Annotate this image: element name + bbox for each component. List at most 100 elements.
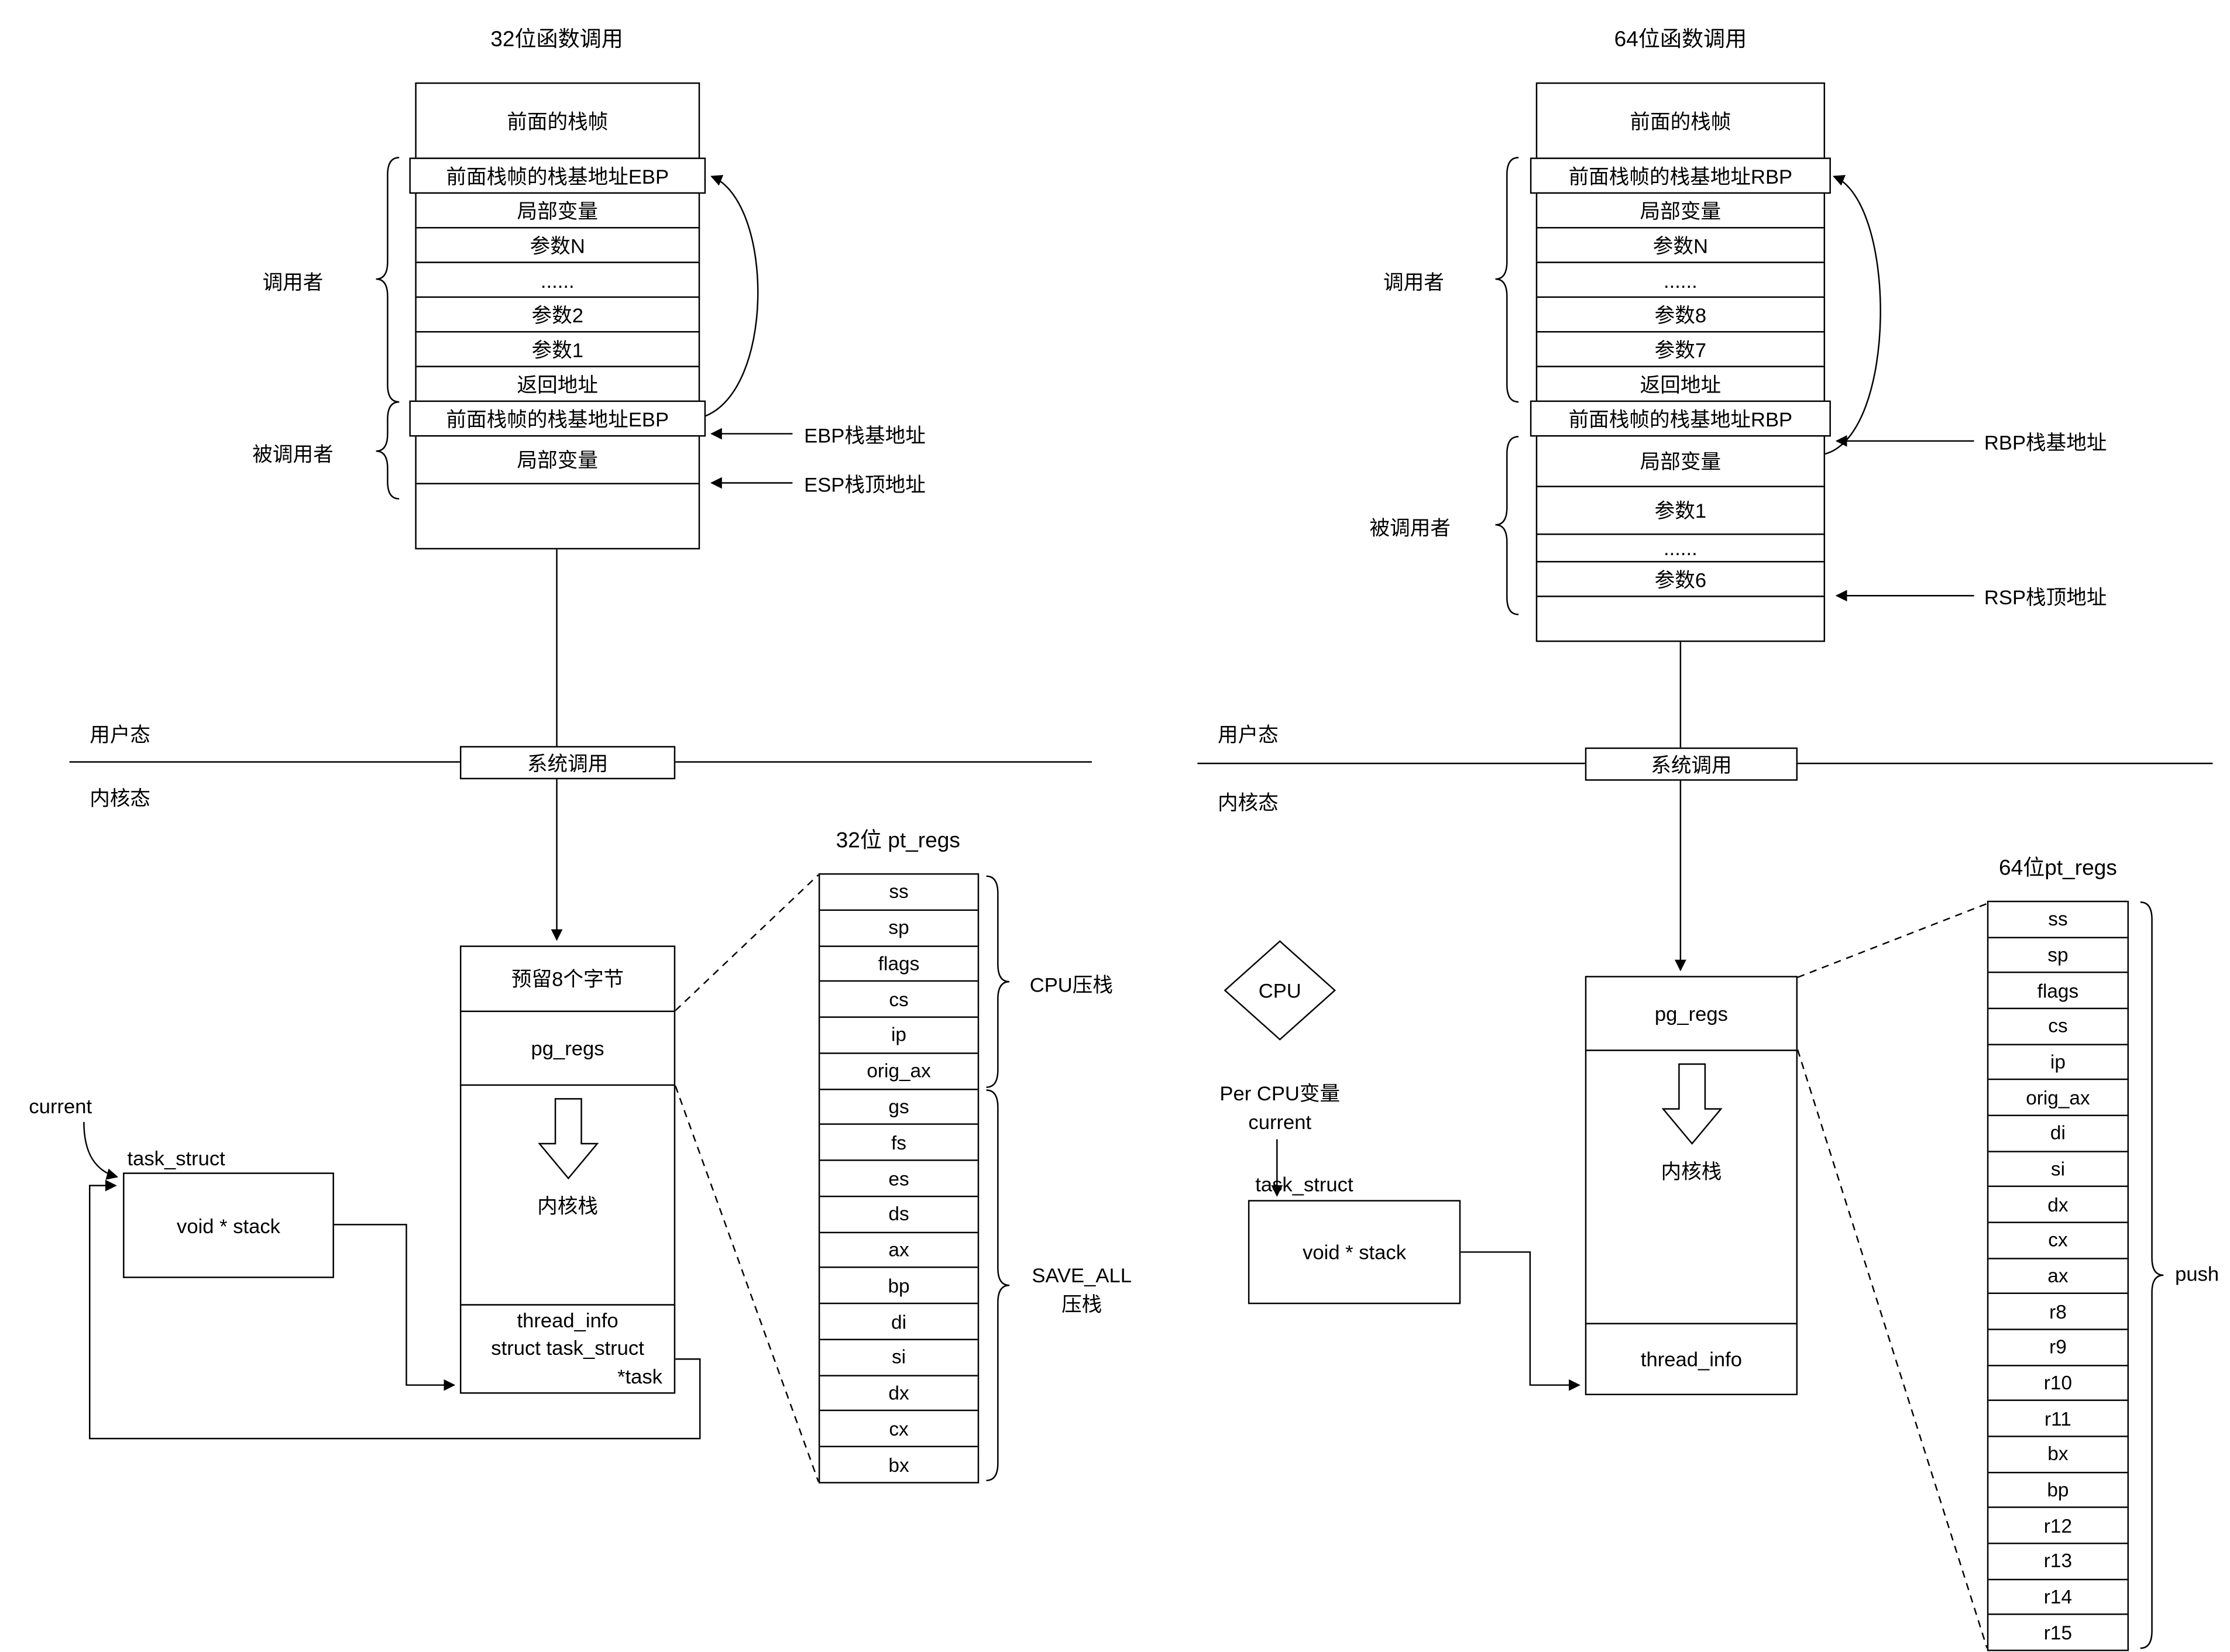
task-struct-type-label: struct task_struct (491, 1336, 644, 1360)
save-all-line1: SAVE_ALL (1032, 1264, 1132, 1287)
thread-info-section-32: thread_info struct task_struct *task (459, 1304, 676, 1394)
per-cpu-line1: Per CPU变量 (1219, 1081, 1341, 1105)
ptregs-row: bp (820, 1267, 978, 1303)
save-all-line2: 压栈 (1061, 1293, 1102, 1316)
thread-info-section-64: thread_info (1585, 1323, 1798, 1395)
ptregs-row: bx (820, 1446, 978, 1482)
ptregs-row: flags (1988, 972, 2128, 1008)
stack-row: 局部变量 (415, 435, 700, 484)
stack-row: 前面的栈帧 (415, 82, 700, 159)
stack-row: 参数7 (1535, 331, 1826, 367)
stack-row: ...... (415, 261, 700, 298)
callee-brace-32 (376, 401, 400, 500)
kernel-mode-label-32: 内核态 (90, 786, 151, 810)
stack-row: 参数N (1535, 227, 1826, 263)
rsp-label: RSP栈顶地址 (1984, 585, 2107, 609)
syscall-box-64: 系统调用 (1585, 747, 1798, 781)
task-pointer-label: *task (617, 1364, 662, 1388)
stack-row: 返回地址 (415, 366, 700, 402)
stack-row: 参数1 (1535, 486, 1826, 535)
esp-label: ESP栈顶地址 (804, 473, 926, 496)
pg-regs-section-64: pg_regs (1585, 976, 1798, 1051)
ptregs-row: di (1988, 1114, 2128, 1151)
ptregs-row: bp (1988, 1471, 2128, 1507)
user-mode-label-64: 用户态 (1218, 722, 1279, 746)
ptregs-title-64: 64位pt_regs (1998, 856, 2117, 881)
user-mode-label-32: 用户态 (90, 722, 151, 746)
ptregs-row: r13 (1988, 1543, 2128, 1578)
caller-label: 调用者 (1383, 270, 1444, 294)
saved-ebp-curve (699, 175, 759, 419)
push-brace (2140, 901, 2164, 1649)
ptregs-dashed-top-32 (675, 874, 819, 1011)
stack-row: 返回地址 (1535, 366, 1826, 402)
stack-row: 前面的栈帧 (1535, 82, 1826, 159)
stack-frame-32: 前面的栈帧 前面栈帧的栈基地址EBP 局部变量 参数N ...... 参数2 参… (409, 82, 706, 550)
ptregs-title-32: 32位 pt_regs (836, 828, 960, 853)
ptregs-row: r10 (1988, 1364, 2128, 1400)
stack-row: 参数8 (1535, 296, 1826, 333)
saved-rbp-curve (1824, 175, 1881, 455)
ptregs-row: sp (1988, 936, 2128, 972)
stack-row: ...... (1535, 533, 1826, 563)
ptregs-row: ax (820, 1231, 978, 1267)
ptregs-dashed-bottom-32 (675, 1085, 820, 1482)
void-stack-arrow-64 (1461, 1251, 1580, 1391)
rbp-label: RBP栈基地址 (1984, 431, 2107, 455)
per-cpu-line2: current (1248, 1110, 1312, 1134)
ptregs-row: r12 (1988, 1507, 2128, 1543)
ptregs-row: ax (1988, 1257, 2128, 1293)
stack-row: 前面栈帧的栈基地址EBP (409, 157, 706, 194)
callee-label: 被调用者 (1369, 516, 1451, 539)
ptregs-row: flags (820, 945, 978, 980)
ptregs-row: orig_ax (820, 1052, 978, 1088)
ptregs-row: r15 (1988, 1614, 2128, 1650)
kernel-stack-box-32: 预留8个字节 pg_regs 内核栈 thread_info struct ta… (459, 945, 676, 1394)
kernel-stack-label-32: 内核栈 (537, 1194, 598, 1218)
stack-empty-region (415, 483, 700, 550)
ptregs-row: di (820, 1303, 978, 1338)
cpu-push-label: CPU压栈 (1029, 973, 1113, 996)
down-arrow-icon (1661, 1063, 1722, 1145)
stack-empty-region (1535, 596, 1826, 642)
current-arrow (83, 1121, 119, 1180)
ptregs-row: ds (820, 1195, 978, 1231)
stack-row: 局部变量 (1535, 192, 1826, 229)
callee-brace-64 (1495, 436, 1519, 615)
ptregs-row: es (820, 1159, 978, 1195)
cpu-push-brace (986, 875, 1010, 1088)
cpu-diamond (1224, 940, 1336, 1041)
save-all-brace (986, 1089, 1010, 1482)
ebp-label: EBP栈基地址 (804, 424, 926, 447)
ptregs-row: sp (820, 908, 978, 945)
syscall-box-32: 系统调用 (459, 746, 676, 780)
ptregs-row: si (820, 1338, 978, 1374)
ptregs-row: r14 (1988, 1578, 2128, 1614)
kernel-stack-label-64: 内核栈 (1661, 1159, 1722, 1183)
ptregs-row: r9 (1988, 1329, 2128, 1364)
stack-row: 参数1 (415, 331, 700, 367)
ptregs-row: si (1988, 1150, 2128, 1186)
task-pointer-loop (88, 1179, 701, 1440)
void-stack-arrow-32 (334, 1224, 456, 1391)
ptregs-row: cx (1988, 1221, 2128, 1258)
caller-brace-32 (376, 157, 400, 403)
kernel-stack-box-64: pg_regs 内核栈 thread_info (1585, 976, 1798, 1395)
stack-row: 参数2 (415, 296, 700, 333)
stack-row: 局部变量 (415, 192, 700, 229)
ptregs-row: fs (820, 1124, 978, 1159)
stack-row: 参数6 (1535, 560, 1826, 597)
caller-brace-64 (1495, 157, 1519, 403)
thread-info-label: thread_info (517, 1307, 619, 1331)
kernel-mode-label-64: 内核态 (1218, 790, 1279, 814)
stack-row: 参数N (415, 227, 700, 263)
ptregs-row: cs (820, 980, 978, 1016)
push-label: push (2175, 1262, 2219, 1286)
ptregs-row: ip (820, 1016, 978, 1052)
task-struct-box-64: void * stack (1248, 1200, 1461, 1305)
stack-frame-64: 前面的栈帧 前面栈帧的栈基地址RBP 局部变量 参数N ...... 参数8 参… (1530, 82, 1831, 642)
ptregs-dashed-top-64 (1797, 903, 1988, 978)
down-arrow-icon (537, 1098, 599, 1180)
